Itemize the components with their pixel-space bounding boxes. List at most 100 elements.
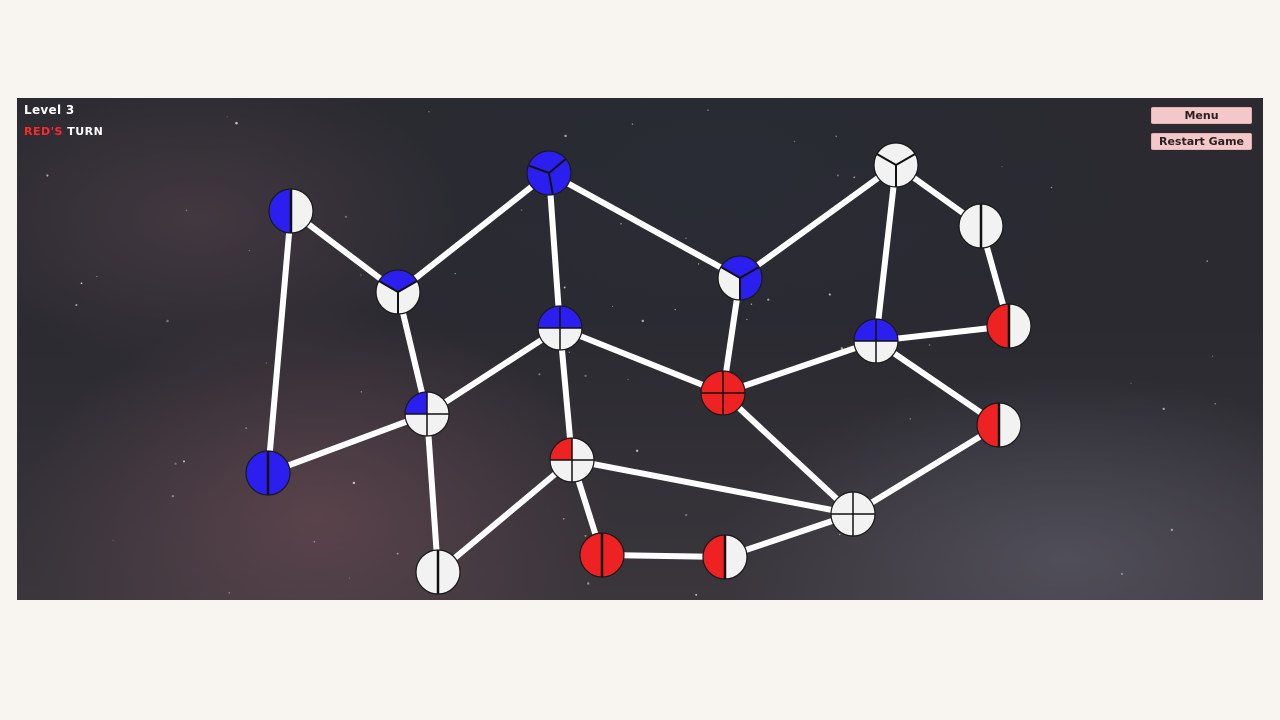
node-n14[interactable] [853, 318, 899, 364]
star [1162, 407, 1165, 411]
star [228, 591, 231, 594]
edge-n4-n9 [546, 170, 743, 281]
edge-n2-n4 [395, 170, 552, 295]
star [835, 135, 838, 138]
star [1001, 165, 1003, 168]
node-n3[interactable] [404, 391, 450, 437]
star [568, 351, 570, 353]
star [697, 263, 700, 265]
star [627, 378, 629, 381]
star [245, 427, 247, 429]
graph-edges [265, 162, 1012, 575]
star [564, 134, 567, 138]
node-n15[interactable] [986, 303, 1032, 349]
star [1206, 260, 1209, 262]
star [635, 449, 639, 452]
star [265, 362, 268, 364]
node-divider [739, 266, 760, 279]
star [344, 215, 348, 218]
star [839, 533, 841, 536]
node-outline [415, 549, 461, 595]
edge-n1-n3 [265, 411, 430, 476]
star [909, 418, 912, 420]
star [1050, 186, 1053, 189]
node-n1[interactable] [245, 450, 291, 496]
node-n11[interactable] [702, 534, 748, 580]
star [641, 319, 645, 323]
node-n4[interactable] [526, 150, 572, 196]
game-board-area: Level 3 RED'S TURN Menu Restart Game [17, 98, 1263, 600]
star [828, 293, 831, 296]
star [166, 319, 169, 323]
node-sector [987, 304, 1009, 348]
node-sector [269, 189, 291, 233]
node-n10[interactable] [700, 370, 746, 416]
node-outline [958, 203, 1004, 249]
node-sector [550, 438, 572, 460]
star [75, 303, 78, 307]
node-outline [579, 532, 625, 578]
star [1121, 573, 1123, 575]
star [612, 305, 614, 307]
node-sector [538, 306, 560, 328]
star [360, 274, 362, 276]
node-divider [527, 164, 550, 174]
graph-board [46, 109, 1216, 596]
node-divider [378, 280, 399, 293]
node-n2[interactable] [375, 269, 421, 315]
node-n13[interactable] [958, 203, 1004, 249]
menu-button[interactable]: Menu [1151, 107, 1252, 124]
node-divider [548, 158, 567, 174]
node-n7[interactable] [549, 437, 595, 483]
star [174, 462, 177, 465]
node-n5[interactable] [415, 549, 461, 595]
star [750, 303, 753, 305]
star [538, 373, 541, 376]
star [183, 460, 185, 463]
node-outline [375, 269, 421, 315]
star [1214, 403, 1216, 405]
star [853, 176, 856, 179]
node-n0[interactable] [268, 188, 314, 234]
star [454, 273, 456, 275]
node-outline [526, 150, 572, 196]
star-field [46, 109, 1216, 596]
node-n16[interactable] [976, 402, 1022, 448]
star [96, 275, 98, 278]
star [584, 374, 587, 378]
restart-game-button[interactable]: Restart Game [1151, 133, 1252, 150]
edge-n4-n6 [546, 170, 563, 331]
node-sector [703, 535, 725, 579]
turn-player: RED'S [24, 125, 63, 138]
star [1211, 355, 1214, 357]
node-outline [268, 188, 314, 234]
node-n17[interactable] [830, 491, 876, 537]
node-sector [876, 319, 898, 341]
node-sector [977, 403, 999, 447]
edge-n5-n7 [435, 457, 575, 575]
star [620, 222, 622, 225]
node-sector [560, 306, 582, 328]
star [685, 513, 688, 517]
node-n12[interactable] [873, 142, 919, 188]
star [428, 111, 430, 113]
node-sector [378, 270, 418, 292]
star [235, 121, 238, 125]
star [793, 140, 796, 143]
node-n6[interactable] [537, 305, 583, 351]
star [674, 309, 676, 311]
edge-n3-n5 [424, 411, 441, 575]
node-outline [245, 450, 291, 496]
star [840, 347, 844, 350]
node-outline [404, 391, 450, 437]
star [352, 481, 356, 485]
edge-n12-n14 [873, 162, 899, 344]
star [248, 250, 250, 252]
node-divider [720, 266, 741, 279]
star [396, 552, 399, 555]
edge-n0-n1 [265, 208, 294, 476]
node-divider [397, 280, 418, 293]
node-n8[interactable] [579, 532, 625, 578]
node-outline [717, 255, 763, 301]
node-n9[interactable] [717, 255, 763, 301]
